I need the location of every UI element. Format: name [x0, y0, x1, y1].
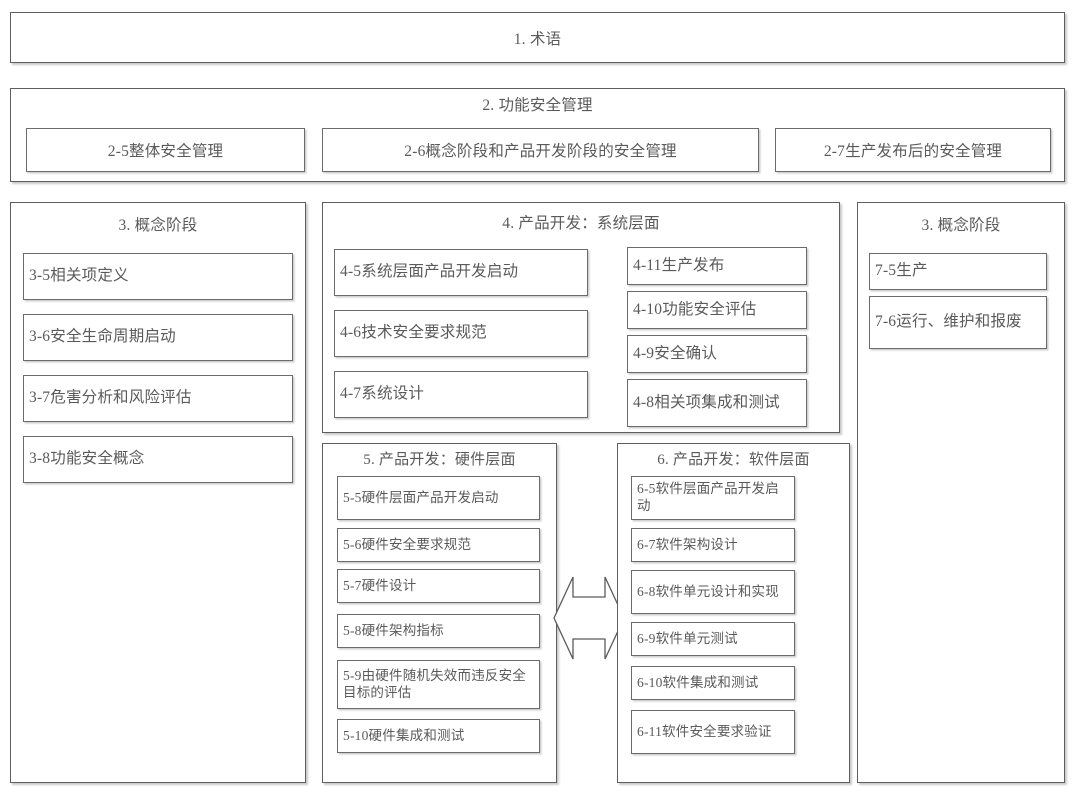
part6-item-6-9[interactable]: 6-9软件单元测试: [631, 622, 795, 656]
part3-item-3-5-label: 3-5相关项定义: [29, 267, 129, 285]
part5-item-5-6-label: 5-6硬件安全要求规范: [343, 536, 472, 552]
part5-item-5-8[interactable]: 5-8硬件架构指标: [337, 614, 540, 648]
part4-item-4-8[interactable]: 4-8相关项集成和测试: [627, 379, 807, 427]
part4-item-4-7-label: 4-7系统设计: [340, 385, 425, 403]
part3-item-3-8-label: 3-8功能安全概念: [29, 450, 145, 468]
part6-item-6-5-label: 6-5软件层面产品开发启动: [637, 481, 779, 513]
part2-item-2-7[interactable]: 2-7生产发布后的安全管理: [775, 128, 1051, 172]
part2-item-2-6[interactable]: 2-6概念阶段和产品开发阶段的安全管理: [322, 128, 759, 172]
part3-item-3-7-label: 3-7危害分析和风险评估: [29, 389, 192, 407]
part6-item-6-5[interactable]: 6-5软件层面产品开发启动: [631, 476, 795, 520]
part6-item-6-8[interactable]: 6-8软件单元设计和实现: [631, 570, 795, 614]
bidirectional-arrow-svg: [553, 576, 625, 660]
part6-title: 6. 产品开发：软件层面: [657, 452, 810, 468]
part3-title: 3. 概念阶段: [118, 217, 198, 234]
part7-item-7-5-label: 7-5生产: [875, 262, 928, 280]
part5-item-5-8-label: 5-8硬件架构指标: [343, 622, 444, 638]
part4-system-level-box[interactable]: 4. 产品开发：系统层面 4-5系统层面产品开发启动 4-6技术安全要求规范 4…: [322, 202, 840, 433]
part4-item-4-11[interactable]: 4-11生产发布: [627, 247, 807, 285]
part2-item-2-6-label: 2-6概念阶段和产品开发阶段的安全管理: [404, 143, 677, 160]
bidirectional-arrow-icon: [553, 572, 625, 664]
part6-item-6-10[interactable]: 6-10软件集成和测试: [631, 666, 795, 700]
part5-item-5-10-label: 5-10硬件集成和测试: [343, 727, 465, 743]
part4-item-4-11-label: 4-11生产发布: [633, 256, 725, 274]
part3-item-3-7[interactable]: 3-7危害分析和风险评估: [23, 375, 293, 422]
part5-item-5-7[interactable]: 5-7硬件设计: [337, 569, 540, 603]
part5-title: 5. 产品开发：硬件层面: [363, 452, 516, 468]
part4-item-4-7[interactable]: 4-7系统设计: [334, 371, 588, 418]
part6-software-level-box[interactable]: 6. 产品开发：软件层面 6-5软件层面产品开发启动 6-7软件架构设计 6-8…: [617, 443, 850, 783]
part2-item-2-5-label: 2-5整体安全管理: [107, 143, 224, 160]
part2-item-2-5[interactable]: 2-5整体安全管理: [26, 128, 305, 172]
part4-item-4-9[interactable]: 4-9安全确认: [627, 335, 807, 373]
part5-item-5-5[interactable]: 5-5硬件层面产品开发启动: [337, 476, 540, 520]
part4-item-4-6-label: 4-6技术安全要求规范: [340, 324, 487, 342]
part4-item-4-10-label: 4-10功能安全评估: [633, 300, 757, 318]
part4-item-4-10[interactable]: 4-10功能安全评估: [627, 291, 807, 329]
part7-title: 3. 概念阶段: [921, 217, 1001, 234]
part1-terminology-box[interactable]: 1. 术语: [10, 12, 1065, 63]
part4-title: 4. 产品开发：系统层面: [502, 215, 660, 232]
part4-item-4-5-label: 4-5系统层面产品开发启动: [340, 263, 519, 281]
part5-item-5-9[interactable]: 5-9由硬件随机失效而违反安全目标的评估: [337, 660, 540, 709]
part5-item-5-10[interactable]: 5-10硬件集成和测试: [337, 719, 540, 753]
part6-item-6-11[interactable]: 6-11软件安全要求验证: [631, 710, 795, 754]
part4-item-4-9-label: 4-9安全确认: [633, 344, 718, 362]
part3-item-3-5[interactable]: 3-5相关项定义: [23, 253, 293, 300]
part1-label: 1. 术语: [513, 30, 562, 48]
part5-item-5-9-label: 5-9由硬件随机失效而违反安全目标的评估: [343, 667, 526, 700]
part3-item-3-6-label: 3-6安全生命周期启动: [29, 328, 176, 346]
part2-title: 2. 功能安全管理: [482, 97, 593, 114]
part5-item-5-7-label: 5-7硬件设计: [343, 577, 417, 593]
part3-item-3-6[interactable]: 3-6安全生命周期启动: [23, 314, 293, 361]
part7-item-7-6[interactable]: 7-6运行、维护和报废: [869, 296, 1047, 349]
part2-safety-management-box[interactable]: 2. 功能安全管理 2-5整体安全管理 2-6概念阶段和产品开发阶段的安全管理 …: [10, 88, 1065, 182]
part6-item-6-8-label: 6-8软件单元设计和实现: [637, 583, 779, 599]
part7-production-box[interactable]: 3. 概念阶段 7-5生产 7-6运行、维护和报废: [857, 202, 1065, 783]
part6-item-6-7[interactable]: 6-7软件架构设计: [631, 528, 795, 562]
part5-item-5-5-label: 5-5硬件层面产品开发启动: [343, 489, 499, 505]
part7-item-7-5[interactable]: 7-5生产: [869, 253, 1047, 290]
part4-item-4-8-label: 4-8相关项集成和测试: [633, 393, 780, 411]
part5-hardware-level-box[interactable]: 5. 产品开发：硬件层面 5-5硬件层面产品开发启动 5-6硬件安全要求规范 5…: [322, 443, 557, 783]
part2-item-2-7-label: 2-7生产发布后的安全管理: [823, 143, 1003, 160]
part4-item-4-5[interactable]: 4-5系统层面产品开发启动: [334, 249, 588, 296]
part6-item-6-11-label: 6-11软件安全要求验证: [637, 723, 772, 739]
part6-item-6-10-label: 6-10软件集成和测试: [637, 674, 759, 690]
part7-item-7-6-label: 7-6运行、维护和报废: [875, 313, 1022, 331]
part3-item-3-8[interactable]: 3-8功能安全概念: [23, 436, 293, 483]
part5-item-5-6[interactable]: 5-6硬件安全要求规范: [337, 528, 540, 562]
part4-item-4-6[interactable]: 4-6技术安全要求规范: [334, 310, 588, 357]
part6-item-6-9-label: 6-9软件单元测试: [637, 630, 738, 646]
part3-concept-phase-box[interactable]: 3. 概念阶段 3-5相关项定义 3-6安全生命周期启动 3-7危害分析和风险评…: [10, 202, 306, 783]
part6-item-6-7-label: 6-7软件架构设计: [637, 536, 738, 552]
